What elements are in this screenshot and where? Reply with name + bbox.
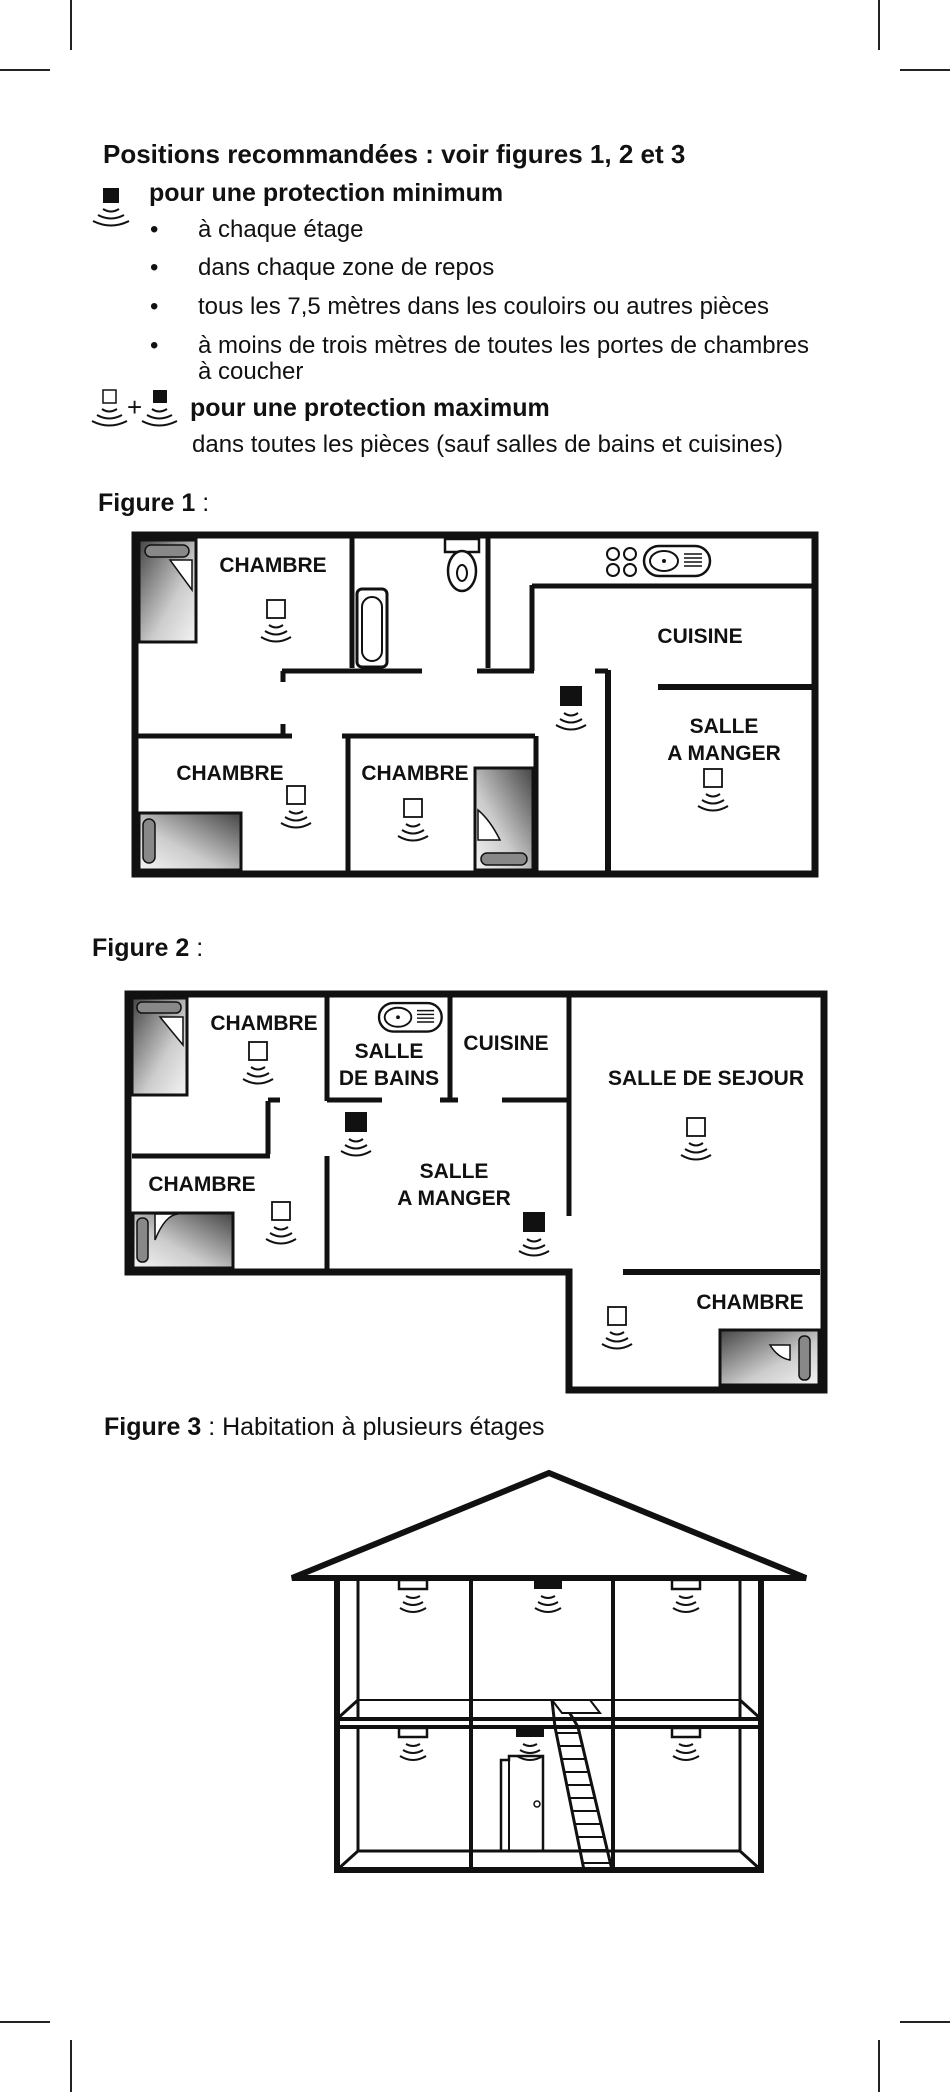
room-label: A MANGER	[397, 1187, 511, 1210]
bullet: •	[150, 293, 159, 320]
figure2-label: Figure 2 :	[92, 934, 203, 963]
room-label: CHAMBRE	[219, 554, 326, 577]
room-label: SALLE	[690, 715, 759, 738]
figure3-label: Figure 3 : Habitation à plusieurs étages	[104, 1413, 545, 1442]
bed-icon	[137, 538, 198, 644]
figure1-suffix: :	[195, 489, 210, 517]
bed-icon	[473, 766, 535, 872]
bathtub-icon	[355, 587, 389, 669]
room-label: CUISINE	[463, 1032, 548, 1055]
list-item-text: tous les 7,5 mètres dans les couloirs ou…	[198, 293, 769, 320]
smoke-detector-outline-icon	[397, 1578, 429, 1614]
room-label: SALLE	[355, 1040, 424, 1063]
crop-mark	[0, 2021, 50, 2023]
bed-icon	[718, 1328, 821, 1387]
smoke-detector-outline-icon	[670, 1578, 702, 1614]
crop-mark	[0, 69, 50, 71]
page-title: Positions recommandées : voir figures 1,…	[103, 139, 686, 169]
room-label: CUISINE	[657, 625, 742, 648]
bullet: •	[150, 216, 159, 243]
room-label: CHAMBRE	[696, 1291, 803, 1314]
smoke-detector-filled-icon	[533, 1579, 563, 1613]
list-item-continuation: à coucher	[198, 358, 304, 385]
max-protection-label: pour une protection maximum	[190, 394, 550, 422]
list-item-text: à chaque étage	[198, 216, 364, 243]
smoke-detector-outline-icon	[397, 1726, 429, 1762]
toilet-icon	[443, 537, 481, 593]
room-label: DE BAINS	[339, 1067, 439, 1090]
crop-mark	[900, 2021, 950, 2023]
list-item-text: à moins de trois mètres de toutes les po…	[198, 332, 809, 359]
crop-mark	[70, 2040, 72, 2092]
bullet: •	[150, 254, 159, 281]
max-protection-detail: dans toutes les pièces (sauf salles de b…	[192, 431, 783, 458]
bed-icon	[130, 996, 189, 1097]
figure1-label: Figure 1 :	[98, 489, 209, 518]
crop-mark	[900, 69, 950, 71]
figure2-suffix: :	[189, 934, 204, 962]
smoke-detector-filled-icon	[92, 188, 130, 227]
crop-mark	[70, 0, 72, 50]
room-label: SALLE DE SEJOUR	[608, 1067, 804, 1090]
figure1-title: Figure 1	[98, 489, 196, 517]
room-label: A MANGER	[667, 742, 781, 765]
bullet: •	[150, 332, 159, 359]
figure2-title: Figure 2	[92, 934, 190, 962]
min-protection-label: pour une protection minimum	[149, 179, 504, 207]
room-label: CHAMBRE	[176, 762, 283, 785]
bed-icon	[137, 811, 243, 872]
crop-mark	[878, 2040, 880, 2092]
figure3-caption: : Habitation à plusieurs étages	[201, 1413, 545, 1441]
smoke-detector-outline-icon	[91, 389, 128, 427]
list-item-text: dans chaque zone de repos	[198, 254, 495, 281]
staircase-icon	[549, 1699, 614, 1871]
room-label: SALLE	[420, 1160, 489, 1183]
smoke-detector-outline-icon	[670, 1726, 702, 1762]
smoke-detector-filled-icon	[141, 390, 178, 427]
figure3-title: Figure 3	[104, 1413, 202, 1441]
door-icon	[499, 1754, 545, 1851]
plus-sign: +	[127, 392, 143, 422]
bed-icon	[131, 1211, 235, 1270]
room-label: CHAMBRE	[210, 1012, 317, 1035]
crop-mark	[878, 0, 880, 50]
room-label: CHAMBRE	[148, 1173, 255, 1196]
room-label: CHAMBRE	[361, 762, 468, 785]
